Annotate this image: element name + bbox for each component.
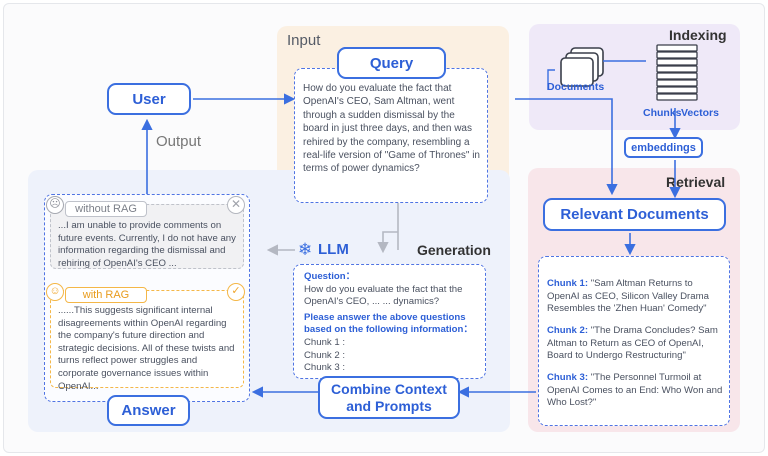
vectors-label: Vectors <box>681 107 719 119</box>
output-label: Output <box>156 133 202 150</box>
check-icon: ✓ <box>227 283 245 301</box>
chunk-1-label: Chunk 1: <box>547 278 589 289</box>
retrieved-chunks-box <box>538 256 730 426</box>
chunk-1-text: Chunk 1: "Sam Altman Returns to OpenAI a… <box>547 278 725 316</box>
question-label: Question： <box>304 271 356 282</box>
prompt-box <box>293 264 486 379</box>
user-box: User <box>107 83 191 115</box>
embeddings-box: embeddings <box>624 137 703 158</box>
generation-title: Generation <box>417 242 491 258</box>
answer-box: Answer <box>107 395 190 426</box>
prompt-chunk-1: Chunk 1 : <box>304 336 346 348</box>
chunk-2-body: "The Drama Concludes? Sam Altman to Retu… <box>547 325 718 362</box>
input-title: Input <box>287 32 321 49</box>
chunk-2-label: Chunk 2: <box>547 325 589 336</box>
query-box-top: Query <box>337 47 446 79</box>
without-rag-text: ...I am unable to provide comments on fu… <box>58 220 236 269</box>
query-text: How do you evaluate the fact that OpenAI… <box>303 83 480 175</box>
instruction-text: Please answer the above questions based … <box>304 311 473 336</box>
prompt-chunk-3: Chunk 3 : <box>304 362 346 374</box>
chunk-3-label: Chunk 3: <box>547 372 589 383</box>
documents-icon <box>560 47 604 87</box>
chunk-2-text: Chunk 2: "The Drama Concludes? Sam Altma… <box>547 325 725 363</box>
relevant-documents-box: Relevant Documents <box>543 198 726 231</box>
llm-label: LLM <box>318 241 349 258</box>
prompt-chunk-2: Chunk 2 : <box>304 349 346 361</box>
cross-icon: ✕ <box>227 196 245 214</box>
chunk-1-body: "Sam Altman Returns to OpenAI as CEO, Si… <box>547 278 709 315</box>
chunks-stack-icon <box>656 44 698 101</box>
documents-label: Documents <box>547 81 605 93</box>
indexing-title: Indexing <box>669 27 727 43</box>
query-to-retrieval-arrow <box>515 98 618 196</box>
with-rag-tag: with RAG <box>65 287 147 303</box>
question-text: How do you evaluate the fact that the Op… <box>304 283 463 308</box>
combine-box: Combine Context and Prompts <box>318 376 460 419</box>
smile-face-icon: ☺ <box>46 283 64 301</box>
prompt-content: Question： How do you evaluate the fact t… <box>304 271 480 375</box>
with-rag-box <box>50 290 244 388</box>
sad-face-icon: ☹ <box>46 196 64 214</box>
chunk-3-text: Chunk 3: "The Personnel Turmoil at OpenA… <box>547 372 725 410</box>
chunks-label: Chunks <box>643 107 682 119</box>
query-text-box <box>294 68 488 203</box>
retrieval-title: Retrieval <box>666 174 726 190</box>
chunk-3-body: "The Personnel Turmoil at OpenAI Comes t… <box>547 372 723 409</box>
snowflake-icon: ❄ <box>298 240 313 259</box>
without-rag-tag: without RAG <box>65 201 147 217</box>
with-rag-text: ......This suggests significant internal… <box>58 305 235 392</box>
